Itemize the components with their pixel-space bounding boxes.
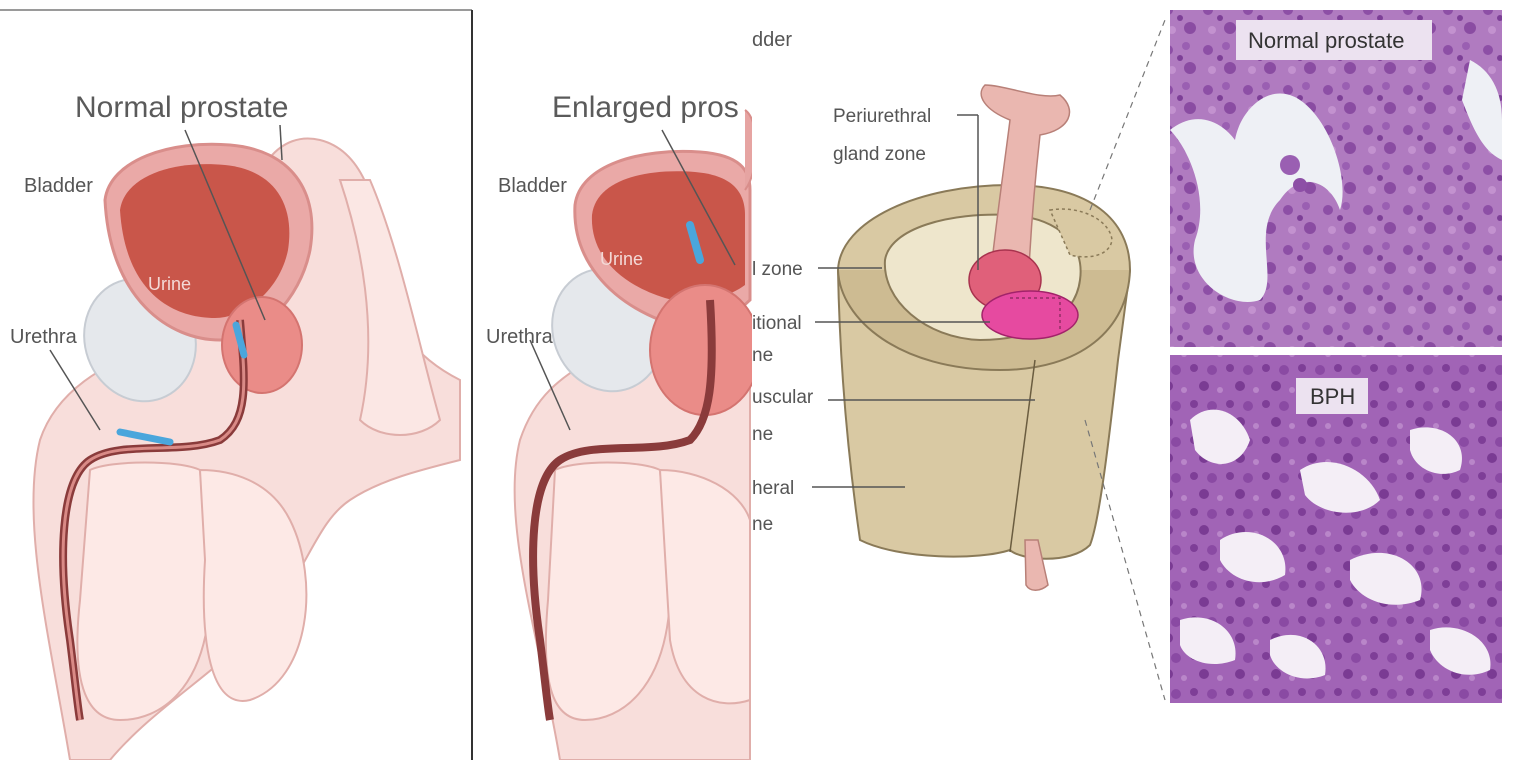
transitional-label-2: ne: [752, 345, 773, 366]
panel-prostate-zones: dder Periurethral gland zone l zone itio…: [752, 10, 1167, 760]
panel-enlarged-prostate: Enlarged pros Bladder Urine Urethra: [473, 10, 760, 760]
histology-normal-label: Normal prostate: [1248, 28, 1405, 53]
panel-normal-prostate: Normal prostate Bladder Urine Urethra: [0, 10, 472, 760]
fibromuscular-label-1: uscular: [752, 387, 814, 408]
fibromuscular-label-2: ne: [752, 424, 773, 445]
urethra-label: Urethra: [10, 326, 78, 348]
periurethral-label-1: Periurethral: [833, 106, 931, 127]
urine-label: Urine: [148, 274, 191, 294]
urethra-label-enlarged: Urethra: [486, 326, 554, 348]
bladder-label-enlarged: Bladder: [498, 175, 567, 197]
peripheral-label-1: heral: [752, 478, 794, 499]
periurethral-label-2: gland zone: [833, 144, 926, 165]
central-zone-label: l zone: [752, 259, 803, 280]
normal-prostate-title: Normal prostate: [75, 91, 288, 124]
enlarged-prostate-title: Enlarged pros: [552, 91, 739, 124]
transitional-label-1: itional: [752, 313, 802, 334]
urine-label-enlarged: Urine: [600, 249, 643, 269]
histology-bph-label: BPH: [1310, 384, 1355, 409]
panel-histology: Normal prostate BPH: [1167, 10, 1507, 760]
bladder-fragment-label: dder: [752, 29, 792, 51]
bladder-label: Bladder: [24, 175, 93, 197]
peripheral-label-2: ne: [752, 514, 773, 535]
